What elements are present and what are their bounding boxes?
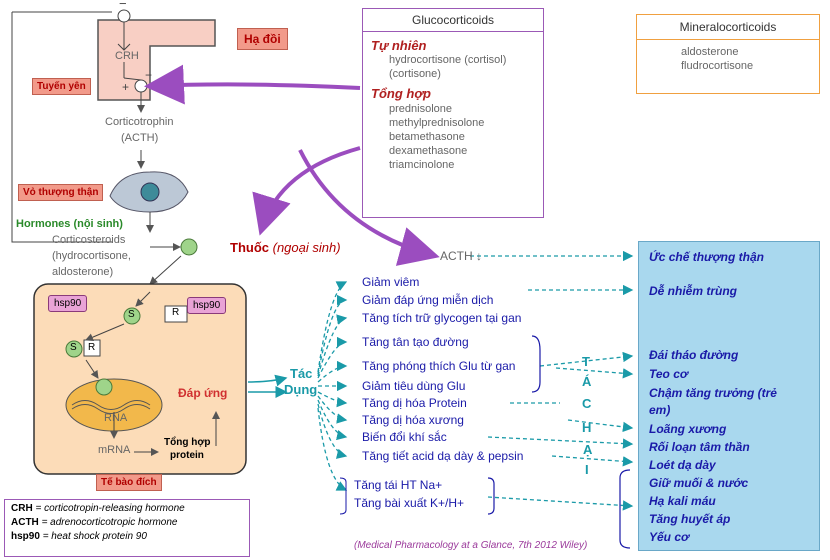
side-effect-5: em) (649, 403, 671, 417)
gluco-title: Glucocorticoids (363, 9, 543, 32)
synthetic-item-4: triamcinolone (389, 159, 455, 171)
hormones-desc2: (hydrocortisone, (52, 250, 131, 262)
natural-item-1: (cortisone) (389, 68, 441, 80)
abbreviation-legend: CRH = corticotropin-releasing hormone AC… (4, 499, 250, 557)
minus-sign: − (145, 68, 153, 82)
drug-label: Thuốc (ngoại sinh) (230, 240, 341, 255)
protein-line1: Tổng hợp (164, 437, 211, 448)
effect-3: Tăng tân tạo đường (362, 335, 469, 349)
drug-italic: (ngoại sinh) (272, 240, 341, 255)
legend-text-1: = adrenocorticotropic hormone (41, 517, 178, 528)
side-effects-panel: Ức chế thượng thận Dễ nhiễm trùng Đái th… (638, 241, 820, 551)
receptor-top-circle (117, 9, 131, 23)
synthetic-item-3: dexamethasone (389, 145, 468, 157)
natural-title: Tự nhiên (371, 38, 427, 53)
hypothalamus-shape (97, 19, 216, 101)
side-effect-1: Dễ nhiễm trùng (649, 284, 738, 298)
receptor-r1: R (172, 307, 180, 318)
legend-abbr-1: ACTH (11, 517, 39, 528)
mineral-effect-0: Tăng tái HT Na+ (354, 478, 443, 492)
mineralocorticoids-box: Mineralocorticoids aldosterone fludrocor… (636, 14, 820, 94)
crh-label: CRH (115, 50, 139, 62)
legend-abbr-2: hsp90 (11, 531, 40, 542)
mineral-title: Mineralocorticoids (637, 15, 819, 40)
legend-row-2: hsp90 = heat shock protein 90 (11, 531, 249, 542)
synthetic-item-0: prednisolone (389, 103, 452, 115)
effect-0: Giảm viêm (362, 275, 420, 289)
hormones-label: Hormones (nội sinh) (16, 218, 123, 230)
drug-circle (180, 238, 198, 256)
hsp90-right: hsp90 (187, 297, 227, 314)
plus-sign: + (122, 80, 130, 94)
pituitary-label: Tuyến yên (32, 78, 91, 95)
glucocorticoids-box: Glucocorticoids Tự nhiên hydrocortisone … (362, 8, 544, 218)
hormones-desc1: Corticosteroids (52, 234, 126, 246)
acth-down-label: ACTH ↓ (440, 249, 482, 263)
side-effect-10: Hạ kali máu (649, 494, 716, 508)
effect-9: Tăng tiết acid dạ dày & pepsin (362, 449, 524, 463)
minus-top-sign: − (119, 0, 127, 11)
hsp90-left: hsp90 (48, 295, 88, 312)
effect-2: Tăng tích trữ glycogen tại gan (362, 311, 522, 325)
side-effect-12: Yếu cơ (649, 530, 690, 544)
synthetic-item-1: methylprednisolone (389, 117, 485, 129)
tac-hai-5: I (585, 462, 589, 477)
tac-hai-0: T (582, 354, 590, 369)
receptor-r2: R (88, 342, 96, 353)
steroid-s1: S (128, 309, 135, 320)
tac-hai-1: Á (582, 374, 592, 389)
mineral-item-1: fludrocortisone (681, 60, 754, 72)
effect-5: Giảm tiêu dùng Glu (362, 379, 466, 393)
effect-4: Tăng phóng thích Glu từ gan (362, 359, 516, 373)
side-effect-3: Teo cơ (649, 367, 688, 381)
side-effect-8: Loét dạ dày (649, 458, 716, 472)
adrenal-label: Vỏ thượng thận (18, 184, 104, 201)
legend-row-0: CRH = corticotropin-releasing hormone (11, 503, 249, 514)
tac-dung-line1: Tác (290, 366, 313, 381)
side-effect-11: Tăng huyết áp (649, 512, 731, 526)
hormones-desc3: aldosterone) (52, 266, 114, 278)
effect-7: Tăng dị hóa xương (362, 413, 464, 427)
hypothalamus-label: Hạ đồi (237, 28, 288, 50)
steroid-s2: S (70, 342, 77, 353)
rna-label: RNA (104, 412, 128, 424)
tac-dung-line2: Dụng (284, 382, 318, 397)
legend-row-1: ACTH = adrenocorticotropic hormone (11, 517, 249, 528)
response-label: Đáp ứng (178, 386, 228, 400)
effect-8: Biến đổi khí sắc (362, 430, 447, 444)
target-cell-label: Tế bào đích (96, 474, 162, 491)
legend-abbr-0: CRH (11, 503, 33, 514)
legend-text-2: = heat shock protein 90 (42, 531, 147, 542)
synthetic-title: Tổng hợp (371, 86, 431, 101)
effect-1: Giảm đáp ứng miễn dịch (362, 293, 494, 307)
side-effect-9: Giữ muối & nước (649, 476, 749, 490)
side-effect-2: Đái tháo đường (649, 348, 739, 362)
tac-hai-2: C (582, 396, 592, 411)
mrna-label: mRNA (98, 444, 131, 456)
legend-text-0: = corticotropin-releasing hormone (35, 503, 185, 514)
mineral-effect-1: Tăng bài xuất K+/H+ (354, 496, 465, 510)
side-effect-0: Ức chế thượng thận (649, 250, 764, 264)
drug-bold: Thuốc (230, 240, 269, 255)
mineral-item-0: aldosterone (681, 46, 739, 58)
effect-6: Tăng dị hóa Protein (362, 396, 467, 410)
natural-item-0: hydrocortisone (cortisol) (389, 54, 507, 66)
side-effect-6: Loãng xương (649, 422, 727, 436)
mineral-effects-box: Tăng tái HT Na+ Tăng bài xuất K+/H+ (346, 476, 490, 516)
side-effect-4: Chậm tăng trưởng (trẻ (649, 386, 777, 400)
tac-hai-4: Ạ (583, 442, 593, 457)
citation: (Medical Pharmacology at a Glance, 7th 2… (354, 540, 588, 551)
synthetic-item-2: betamethasone (389, 131, 465, 143)
protein-line2: protein (170, 450, 204, 461)
tac-hai-3: H (582, 420, 592, 435)
side-effect-7: Rối loạn tâm thần (649, 440, 750, 454)
acth-name-line2: (ACTH) (121, 132, 159, 144)
acth-name-line1: Corticotrophin (105, 116, 174, 128)
